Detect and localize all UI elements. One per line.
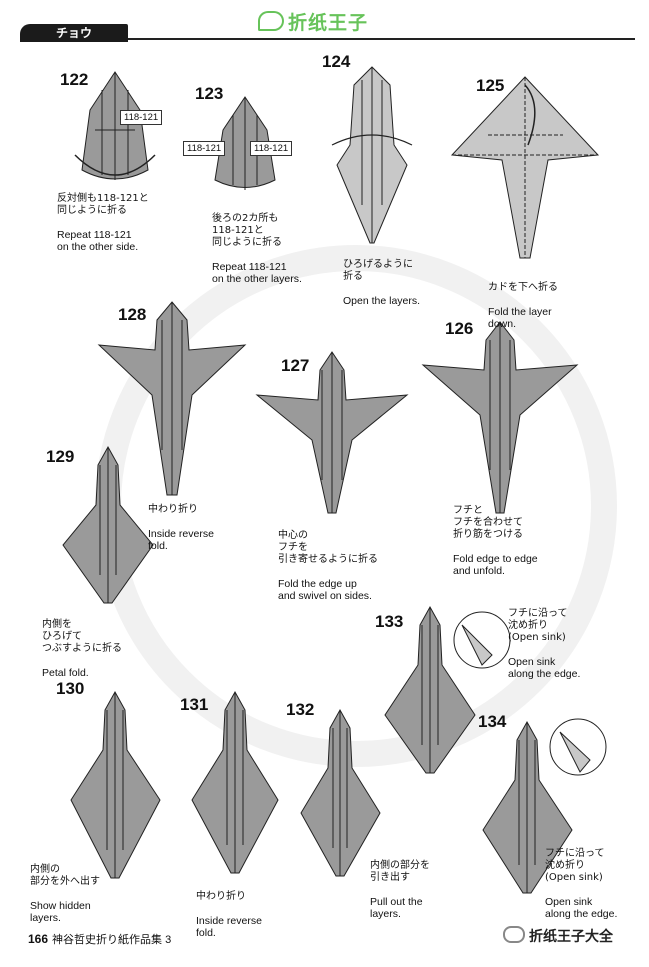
diagram-132 (300, 708, 381, 877)
caption-127-en: Fold the edge up and swivel on sides. (278, 578, 372, 602)
section-tab: チョウ (20, 24, 128, 42)
caption-125: カドを下へ折る Fold the layer down. (488, 270, 558, 342)
diagram-130 (70, 690, 161, 879)
detail-circle-134 (549, 718, 607, 776)
caption-123: 後ろの2カ所も 118-121と 同じように折る Repeat 118-121 … (212, 201, 302, 297)
step-number-130: 130 (56, 679, 85, 698)
caption-132-jp: 内側の部分を 引き出す (370, 860, 430, 883)
caption-133-en: Open sink along the edge. (508, 656, 581, 680)
caption-130: 内側の 部分を外へ出す Show hidden layers. (30, 852, 100, 936)
caption-131-en: Inside reverse fold. (196, 915, 262, 939)
caption-133-jp: フチに沿って 沈め折り (Open sink) (508, 608, 568, 643)
watermark: 折纸王子 (258, 8, 398, 34)
chat-bubble-icon (503, 926, 525, 943)
diagram-134 (482, 720, 573, 894)
caption-131-jp: 中わり折り (196, 891, 246, 902)
caption-126: フチと フチを合わせて 折り筋をつける Fold edge to edge an… (453, 493, 538, 589)
leaf-icon (258, 11, 284, 31)
diagram-126 (421, 321, 579, 514)
caption-124-en: Open the layers. (343, 295, 421, 307)
diagram-123 (214, 96, 276, 190)
diagram-124 (331, 66, 413, 244)
caption-124-jp: ひろげるように 折る (343, 259, 413, 282)
ref-box-123-right: 118-121 (250, 141, 293, 156)
detail-circle-133 (453, 611, 511, 669)
step-number-127: 127 (281, 356, 310, 375)
caption-122: 反対側も118-121と 同じように折る Repeat 118-121 on t… (57, 181, 149, 265)
step-number-123: 123 (195, 84, 224, 103)
header-rule (20, 30, 635, 40)
caption-122-jp: 反対側も118-121と 同じように折る (57, 193, 149, 216)
book-title: 神谷哲史折り紙作品集 3 (52, 934, 172, 946)
page-number: 166 (28, 932, 49, 946)
caption-127-jp: 中心の フチを 引き寄せるように折る (278, 530, 378, 565)
step-number-134: 134 (478, 712, 507, 731)
caption-130-jp: 内側の 部分を外へ出す (30, 864, 100, 887)
caption-128-en: Inside reverse fold. (148, 528, 214, 552)
caption-123-en: Repeat 118-121 on the other layers. (212, 261, 302, 285)
diagram-133 (384, 605, 476, 774)
diagram-125 (450, 76, 600, 259)
caption-125-en: Fold the layer down. (488, 306, 552, 330)
diagram-127 (255, 351, 409, 514)
step-number-122: 122 (60, 70, 89, 89)
caption-124: ひろげるように 折る Open the layers. (343, 247, 420, 319)
caption-129-jp: 内側を ひろげて つぶすように折る (42, 619, 122, 654)
credit: 折纸王子大全 (503, 926, 613, 946)
caption-134: フチに沿って 沈め折り (Open sink) Open sink along … (545, 836, 617, 932)
caption-131: 中わり折り Inside reverse fold. (196, 879, 262, 951)
diagram-122 (74, 71, 156, 180)
caption-134-jp: フチに沿って 沈め折り (Open sink) (545, 848, 605, 883)
watermark-text: 折纸王子 (288, 12, 369, 34)
caption-122-en: Repeat 118-121 on the other side. (57, 229, 139, 253)
caption-130-en: Show hidden layers. (30, 900, 91, 924)
caption-127: 中心の フチを 引き寄せるように折る Fold the edge up and … (278, 518, 378, 614)
step-number-132: 132 (286, 700, 315, 719)
diagram-131 (191, 690, 279, 874)
step-number-128: 128 (118, 305, 147, 324)
caption-126-jp: フチと フチを合わせて 折り筋をつける (453, 505, 523, 540)
caption-123-jp: 後ろの2カ所も 118-121と 同じように折る (212, 213, 282, 248)
caption-126-en: Fold edge to edge and unfold. (453, 553, 538, 577)
step-number-129: 129 (46, 447, 75, 466)
caption-134-en: Open sink along the edge. (545, 896, 618, 920)
caption-132-en: Pull out the layers. (370, 896, 423, 920)
ref-box-123-left: 118-121 (183, 141, 226, 156)
step-number-126: 126 (445, 319, 474, 338)
step-number-133: 133 (375, 612, 404, 631)
step-number-131: 131 (180, 695, 209, 714)
credit-text: 折纸王子大全 (529, 929, 613, 945)
diagram-128 (97, 301, 247, 496)
caption-125-jp: カドを下へ折る (488, 282, 558, 293)
caption-128: 中わり折り Inside reverse fold. (148, 492, 214, 564)
caption-132: 内側の部分を 引き出す Pull out the layers. (370, 848, 430, 932)
diagram-129 (62, 445, 154, 604)
caption-128-jp: 中わり折り (148, 504, 198, 515)
ref-box-122: 118-121 (120, 110, 163, 125)
caption-129-en: Petal fold. (42, 667, 89, 679)
step-number-125: 125 (476, 76, 505, 95)
caption-133: フチに沿って 沈め折り (Open sink) Open sink along … (508, 596, 580, 692)
caption-129: 内側を ひろげて つぶすように折る Petal fold. (42, 607, 122, 691)
step-number-124: 124 (322, 52, 351, 71)
